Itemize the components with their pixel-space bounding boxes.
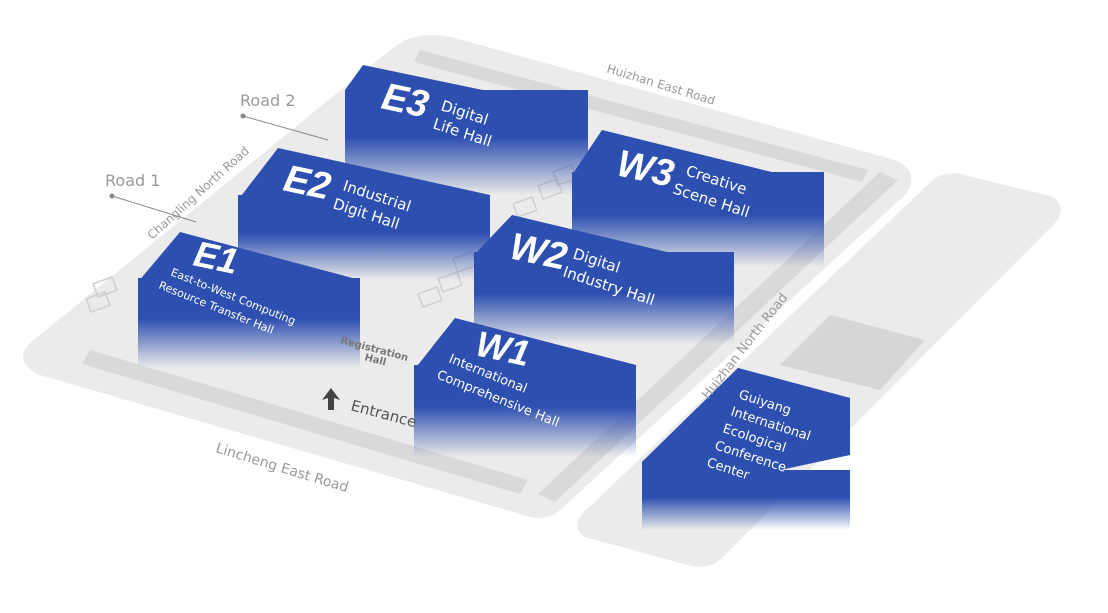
road-band-top: [414, 50, 868, 182]
registration-line2: Hall: [363, 352, 387, 368]
road1-label: Road 1: [105, 171, 160, 190]
hall-w2[interactable]: W2 Digital Industry Hall: [474, 215, 734, 344]
hall-guiyang[interactable]: Guiyang International Ecological Confere…: [642, 368, 850, 530]
side-gray-block: [780, 315, 925, 390]
hall-e3-code: E3: [378, 76, 432, 127]
hall-e1[interactable]: E1 East-to-West Computing Resource Trans…: [138, 232, 360, 368]
hall-w3[interactable]: W3 Creative Scene Hall: [572, 130, 824, 267]
hall-e1-code: E1: [190, 233, 242, 282]
hall-e3[interactable]: E3 Digital Life Hall: [345, 65, 588, 195]
hall-e2-code: E2: [280, 158, 334, 209]
hall-w1[interactable]: W1 International Comprehensive Hall: [414, 318, 636, 457]
road1-pointer: Road 1: [105, 171, 197, 223]
road-band-bottom: [82, 350, 528, 494]
road2-label: Road 2: [240, 91, 295, 110]
road2-pointer: Road 2: [240, 91, 329, 141]
arrow-up-icon: [322, 388, 340, 410]
